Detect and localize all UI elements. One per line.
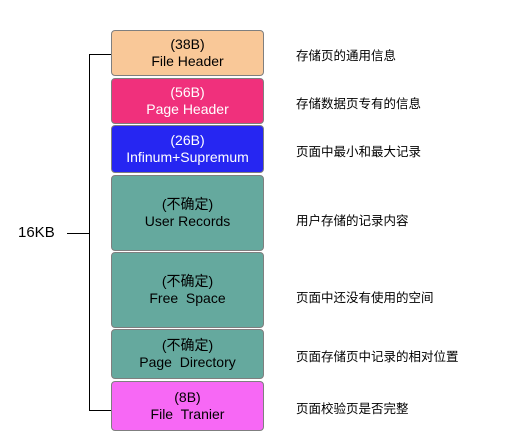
block-name: Page Directory bbox=[139, 354, 236, 370]
block-name: Page Header bbox=[146, 101, 229, 117]
brace-line bbox=[89, 54, 90, 411]
block-description: 存储数据页专有的信息 bbox=[296, 96, 422, 111]
block-size: (38B) bbox=[170, 35, 205, 52]
block-name: File Tranier bbox=[150, 406, 225, 422]
block-size: (26B) bbox=[170, 131, 205, 148]
infimum-supremum-block: (26B) Infinum+Supremum bbox=[111, 125, 264, 173]
brace-top-tick bbox=[89, 54, 111, 55]
block-size: (8B) bbox=[174, 388, 201, 405]
block-size: (不确定) bbox=[161, 195, 214, 212]
block-description: 页面存储页中记录的相对位置 bbox=[296, 349, 459, 364]
block-name: User Records bbox=[144, 213, 231, 229]
block-description: 页面校验页是否完整 bbox=[296, 401, 409, 416]
brace-bottom-tick bbox=[89, 410, 111, 411]
block-size: (不确定) bbox=[161, 272, 214, 289]
block-description: 页面中还没有使用的空间 bbox=[296, 290, 434, 305]
block-name: Infinum+Supremum bbox=[126, 149, 249, 165]
block-name: Free Space bbox=[149, 290, 226, 306]
block-description: 用户存储的记录内容 bbox=[296, 213, 409, 228]
block-size: (56B) bbox=[170, 83, 205, 100]
page-header-block: (56B) Page Header bbox=[111, 78, 264, 124]
file-header-block: (38B) File Header bbox=[111, 30, 264, 76]
block-description: 存储页的通用信息 bbox=[296, 48, 397, 63]
page-directory-block: (不确定) Page Directory bbox=[111, 329, 264, 379]
free-space-block: (不确定) Free Space bbox=[111, 252, 264, 328]
total-size-label: 16KB bbox=[18, 224, 55, 241]
block-size: (不确定) bbox=[161, 336, 214, 353]
user-records-block: (不确定) User Records bbox=[111, 175, 264, 251]
block-description: 页面中最小和最大记录 bbox=[296, 144, 422, 159]
block-name: File Header bbox=[151, 53, 224, 69]
file-trailer-block: (8B) File Tranier bbox=[111, 381, 264, 431]
brace-middle-tick bbox=[67, 233, 89, 234]
